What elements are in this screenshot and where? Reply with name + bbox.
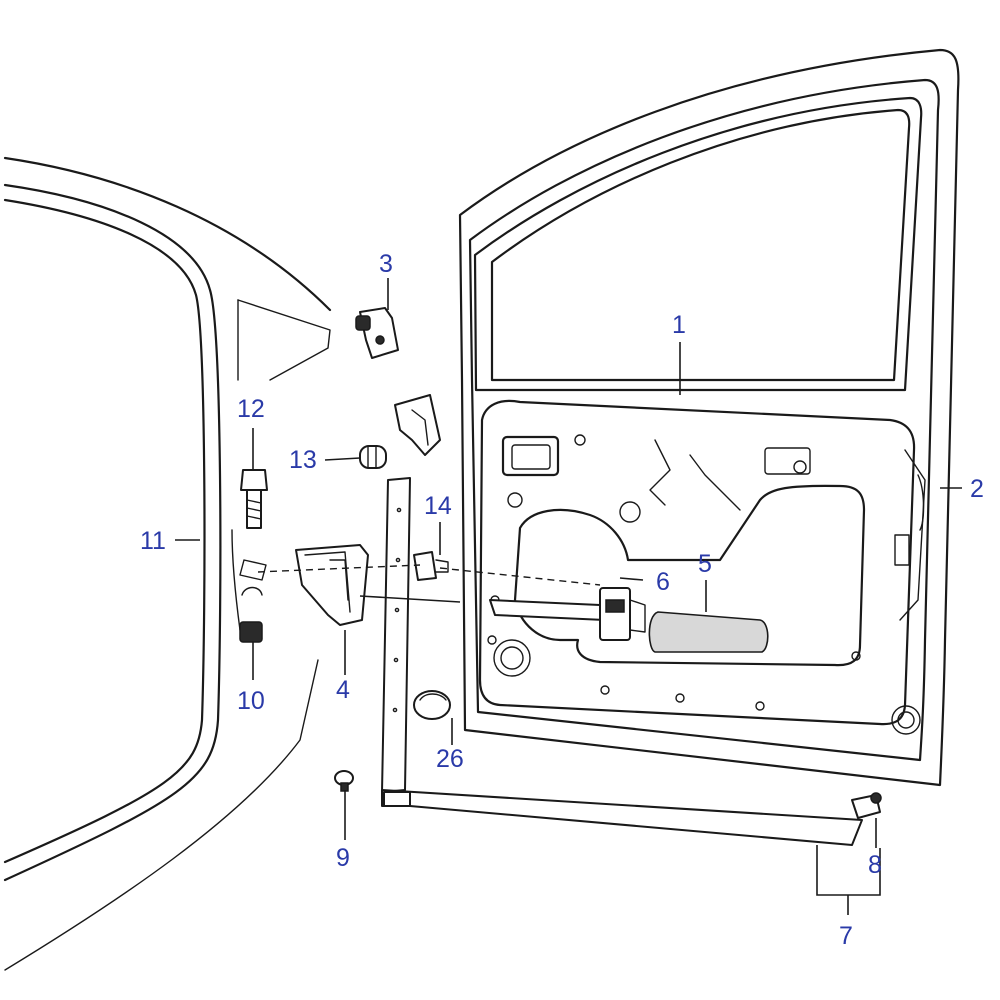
callout-1: 1: [672, 311, 686, 339]
callout-5: 5: [698, 550, 712, 578]
callout-13: 13: [289, 446, 317, 474]
door-check: [295, 544, 369, 626]
screw: [413, 551, 449, 581]
callout-8: 8: [868, 851, 882, 879]
callout-11: 11: [140, 527, 166, 555]
leader-lines: [175, 278, 962, 915]
callout-6: 6: [656, 568, 670, 596]
door-seal-lower: [381, 789, 863, 846]
door-seal-vertical: [381, 477, 411, 793]
window-regulator-arm: [489, 587, 646, 641]
lower-hinge-bracket: [394, 394, 441, 456]
callout-3: 3: [379, 250, 393, 278]
upper-hinge: [355, 307, 399, 359]
push-pin: [334, 770, 354, 792]
hinge-bushing: [359, 445, 387, 469]
door-shell: [458, 48, 960, 787]
body-door-opening: [3, 156, 332, 971]
callout-14: 14: [424, 492, 452, 520]
callout-2: 2: [970, 475, 984, 503]
callout-12: 12: [237, 395, 265, 423]
callout-7: 7: [839, 922, 853, 950]
callout-10: 10: [237, 687, 265, 715]
window-regulator-motor: [648, 611, 769, 653]
assembly-lines: [257, 564, 601, 603]
lower-nut: [239, 559, 267, 643]
callout-4: 4: [336, 676, 350, 704]
callout-26: 26: [436, 745, 464, 773]
retaining-clip: [851, 792, 882, 819]
check-strap-bolt: [240, 469, 268, 529]
callout-9: 9: [336, 844, 350, 872]
callouts: 1 2 3 4 5 6 7 8 9 10 11 12 13 14 26: [140, 250, 984, 950]
drain-plug: [413, 690, 451, 720]
